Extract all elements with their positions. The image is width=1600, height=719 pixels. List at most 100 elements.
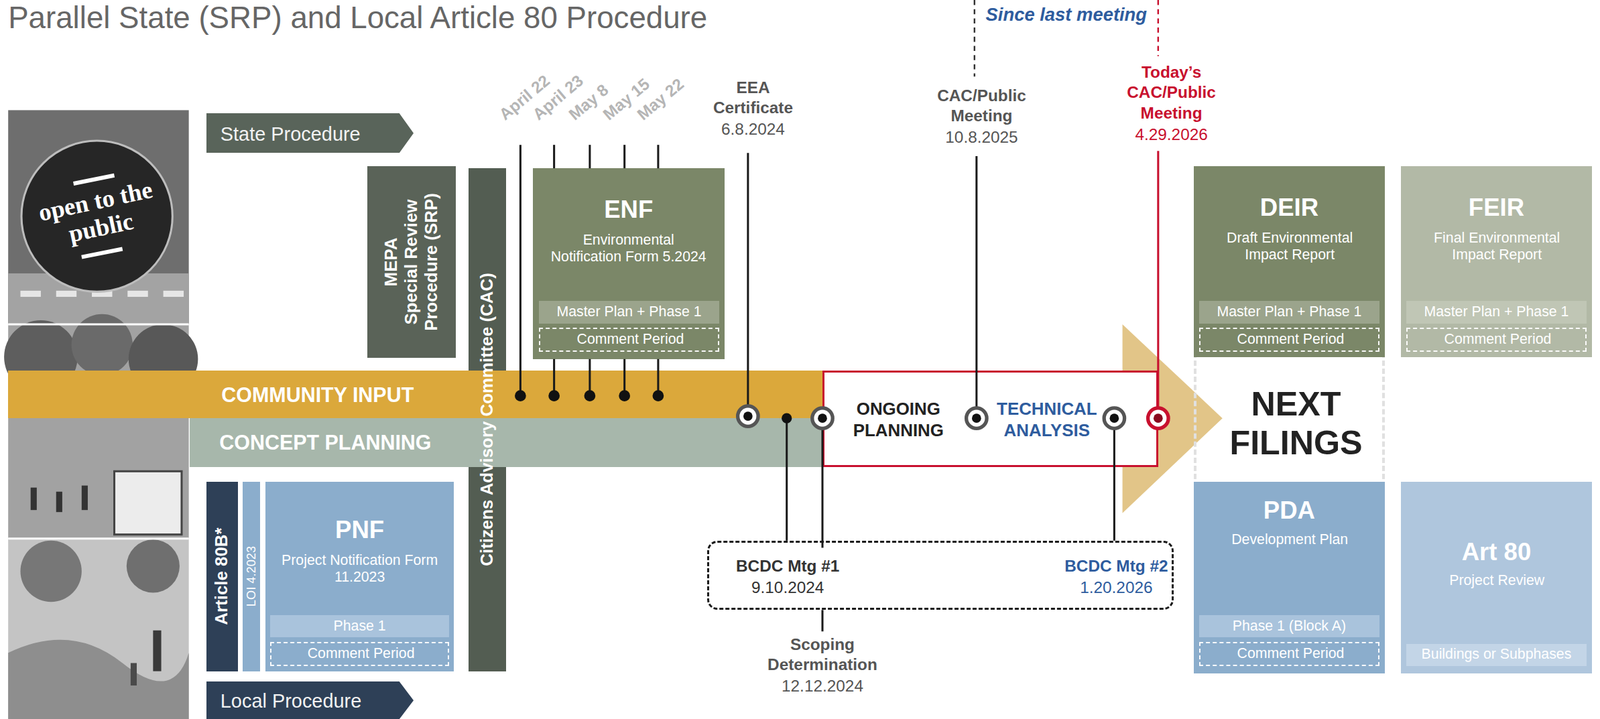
leader-line bbox=[588, 144, 591, 169]
box-text: COMMUNITY INPUT bbox=[221, 382, 548, 408]
box-text: ONGOING PLANNING bbox=[834, 398, 962, 442]
sign-text: open to the public bbox=[26, 174, 170, 255]
photo-strip bbox=[91, 290, 112, 297]
box-text: Master Plan + Phase 1 bbox=[1412, 303, 1581, 322]
milestone-label: Scoping Determination bbox=[756, 634, 889, 676]
filing-box: ENFEnvironmental Notification Form 5.202… bbox=[532, 168, 725, 360]
photo-strip bbox=[8, 538, 189, 719]
box-text: Phase 1 bbox=[276, 618, 444, 636]
photo-strip bbox=[21, 140, 173, 292]
timeline-band: COMMUNITY INPUT bbox=[8, 370, 825, 419]
current-phase-box: ONGOING PLANNING TECHNICAL ANALYSIS bbox=[822, 370, 1159, 468]
filing-box: PDA Development PlanPhase 1 (Block A) Comm… bbox=[1193, 481, 1385, 674]
box-text: Draft Environmental Impact Report bbox=[1207, 229, 1372, 265]
box-text: Master Plan + Phase 1 bbox=[1205, 303, 1374, 322]
period-note: Since last meeting bbox=[986, 4, 1148, 27]
box-text: ENF bbox=[538, 195, 719, 225]
leader-line bbox=[975, 156, 978, 407]
box-text: NEXT FILINGS bbox=[1208, 385, 1383, 464]
box-text: Master Plan + Phase 1 bbox=[544, 303, 714, 322]
photo-strip bbox=[73, 175, 115, 184]
filing-box: Art 80 Project ReviewBuildings or Subphas… bbox=[1400, 481, 1592, 674]
photo-strip bbox=[30, 487, 37, 511]
milestone-date: 12.12.2024 bbox=[756, 676, 889, 696]
rotated-text: LOI 4.2023 bbox=[244, 486, 259, 667]
leader-line bbox=[746, 152, 749, 405]
scope-box: Master Plan + Phase 1 bbox=[1199, 300, 1380, 324]
photo-strip bbox=[130, 662, 137, 686]
scope-box: Phase 1 bbox=[270, 615, 449, 638]
box-text: Special Review Procedure (SRP) bbox=[401, 171, 442, 354]
procedure-tab: State Procedure bbox=[206, 113, 414, 153]
leader-line bbox=[1156, 150, 1159, 407]
milestone-label: CAC/Public Meeting bbox=[925, 85, 1038, 127]
divider-dash bbox=[1157, 0, 1159, 57]
box-text: Project Review bbox=[1414, 572, 1579, 590]
box-text: Buildings or Subphases bbox=[1412, 646, 1581, 664]
photo-strip bbox=[8, 323, 189, 326]
photo-strip bbox=[8, 640, 189, 719]
scope-box: Buildings or Subphases bbox=[1406, 644, 1587, 667]
box-text: Comment Period bbox=[1206, 645, 1375, 663]
article-bar: Article 80B* bbox=[206, 481, 238, 672]
photo-strip bbox=[163, 290, 184, 297]
milestone-date: 10.8.2025 bbox=[925, 127, 1038, 147]
box-text: Art 80 bbox=[1406, 537, 1586, 568]
box-text: Comment Period bbox=[1413, 331, 1582, 349]
box-text: TECHNICAL ANALYSIS bbox=[992, 398, 1102, 442]
comment-period-box: Comment Period bbox=[1406, 327, 1587, 353]
box-text: Project Notification Form 11.2023 bbox=[279, 552, 440, 587]
photo-strip bbox=[152, 630, 161, 672]
box-text: Comment Period bbox=[546, 331, 715, 349]
timeline-band: CONCEPT PLANNING bbox=[189, 418, 825, 468]
tab-shape bbox=[206, 681, 414, 719]
leader-line bbox=[552, 144, 556, 169]
box-text: BCDC Mtg #2 bbox=[1060, 556, 1173, 576]
milestone-label: EEA Certificate bbox=[701, 77, 804, 119]
photo-strip bbox=[126, 539, 180, 593]
leader-line bbox=[623, 144, 626, 169]
procedure-tab: Local Procedure bbox=[206, 681, 414, 719]
box-text: Comment Period bbox=[278, 645, 445, 663]
comment-period-box: Comment Period bbox=[1199, 327, 1380, 353]
photo-strip bbox=[71, 314, 133, 376]
leader-line bbox=[656, 144, 659, 169]
box-text: Final Environmental Impact Report bbox=[1414, 229, 1579, 265]
box-text: 9.10.2024 bbox=[726, 577, 850, 598]
box-text: PDA bbox=[1199, 496, 1379, 526]
box-text: LOI 4.2023 bbox=[244, 486, 259, 667]
box-text: CONCEPT PLANNING bbox=[219, 430, 546, 456]
srp-box: MEPASpecial Review Procedure (SRP) bbox=[367, 166, 456, 358]
photo-strip bbox=[114, 471, 182, 535]
tab-shape bbox=[206, 113, 414, 153]
box-text: BCDC Mtg #1 bbox=[726, 556, 850, 576]
leader-line bbox=[519, 144, 522, 396]
loi-bar: LOI 4.2023 bbox=[242, 481, 261, 672]
divider-dash bbox=[973, 0, 976, 77]
leader-line bbox=[821, 609, 824, 632]
milestone-label: Today’s CAC/Public Meeting bbox=[1118, 62, 1224, 124]
scope-box: Phase 1 (Block A) bbox=[1199, 615, 1380, 638]
photo-strip bbox=[81, 485, 88, 511]
bcdc-group: BCDC Mtg #19.10.2024BCDC Mtg #21.20.2026 bbox=[707, 540, 1174, 611]
comment-period-box: Comment Period bbox=[270, 642, 449, 667]
comment-period-box: Comment Period bbox=[1199, 642, 1380, 667]
box-text: Article 80B* bbox=[211, 486, 232, 667]
box-text: Development Plan bbox=[1207, 531, 1372, 549]
photo-strip bbox=[20, 540, 82, 602]
rotated-text: Citizens Advisory Committee (CAC) bbox=[477, 173, 498, 667]
milestone-date: 6.8.2024 bbox=[701, 119, 804, 139]
photo-strip bbox=[8, 537, 189, 540]
filing-box: DEIRDraft Environmental Impact ReportMas… bbox=[1193, 166, 1385, 358]
milestone-date: 4.29.2026 bbox=[1118, 124, 1224, 145]
scope-box: Master Plan + Phase 1 bbox=[538, 300, 720, 324]
box-text: MEPA bbox=[382, 171, 403, 354]
rotated-text: Article 80B* bbox=[211, 486, 232, 667]
box-text: Phase 1 (Block A) bbox=[1205, 618, 1374, 636]
photo-strip bbox=[8, 109, 189, 325]
photo-strip bbox=[56, 290, 77, 297]
box-text: Citizens Advisory Committee (CAC) bbox=[477, 173, 498, 667]
photo-strip bbox=[8, 273, 189, 325]
box-text: Local Procedure bbox=[220, 689, 405, 714]
